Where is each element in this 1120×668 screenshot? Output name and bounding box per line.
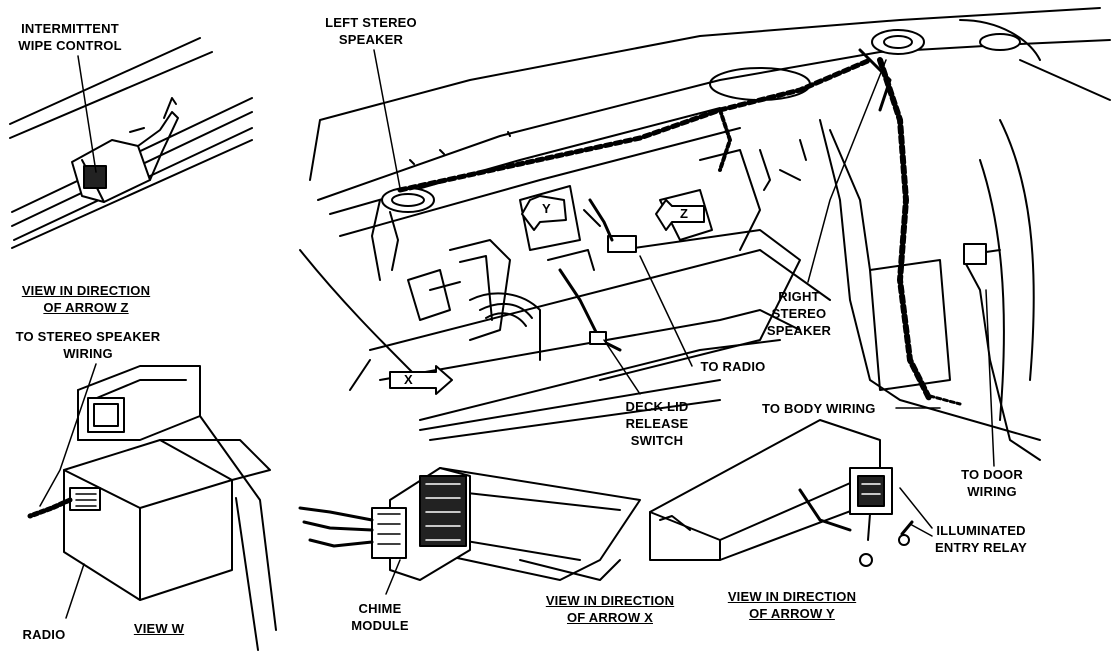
label-left-stereo-speaker: LEFT STEREO SPEAKER	[325, 15, 417, 47]
label-intermittent-wipe-control: INTERMITTENT WIPE CONTROL	[18, 21, 122, 53]
wipe-control-inset	[9, 37, 253, 249]
label-view-arrow-z: VIEW IN DIRECTION OF ARROW Z	[21, 283, 151, 315]
chime-module-inset	[298, 467, 641, 581]
label-radio: RADIO	[22, 627, 66, 642]
label-right-stereo-speaker: RIGHT STEREO SPEAKER	[766, 289, 832, 338]
label-to-body-wiring: TO BODY WIRING	[762, 401, 876, 416]
arrow-y-letter: Y	[542, 201, 551, 216]
label-view-w: VIEW W	[133, 621, 185, 636]
label-view-arrow-y: VIEW IN DIRECTION OF ARROW Y	[727, 589, 857, 621]
entry-relay-inset	[649, 419, 914, 567]
label-deck-lid-release-switch: DECK LID RELEASE SWITCH	[625, 399, 689, 448]
label-to-radio: TO RADIO	[700, 359, 766, 374]
direction-arrows	[389, 195, 705, 395]
label-to-stereo-speaker-wiring: TO STEREO SPEAKER WIRING	[15, 329, 161, 361]
label-view-arrow-x: VIEW IN DIRECTION OF ARROW X	[545, 593, 675, 625]
arrow-z-letter: Z	[680, 206, 688, 221]
label-illuminated-entry-relay: ILLUMINATED ENTRY RELAY	[934, 523, 1028, 555]
arrow-z-inset	[27, 365, 277, 651]
arrow-x-letter: X	[404, 372, 413, 387]
dash-main-view	[299, 7, 1111, 461]
label-chime-module: CHIME MODULE	[351, 601, 409, 633]
leader-lines	[39, 49, 995, 619]
label-to-door-wiring: TO DOOR WIRING	[961, 467, 1023, 499]
